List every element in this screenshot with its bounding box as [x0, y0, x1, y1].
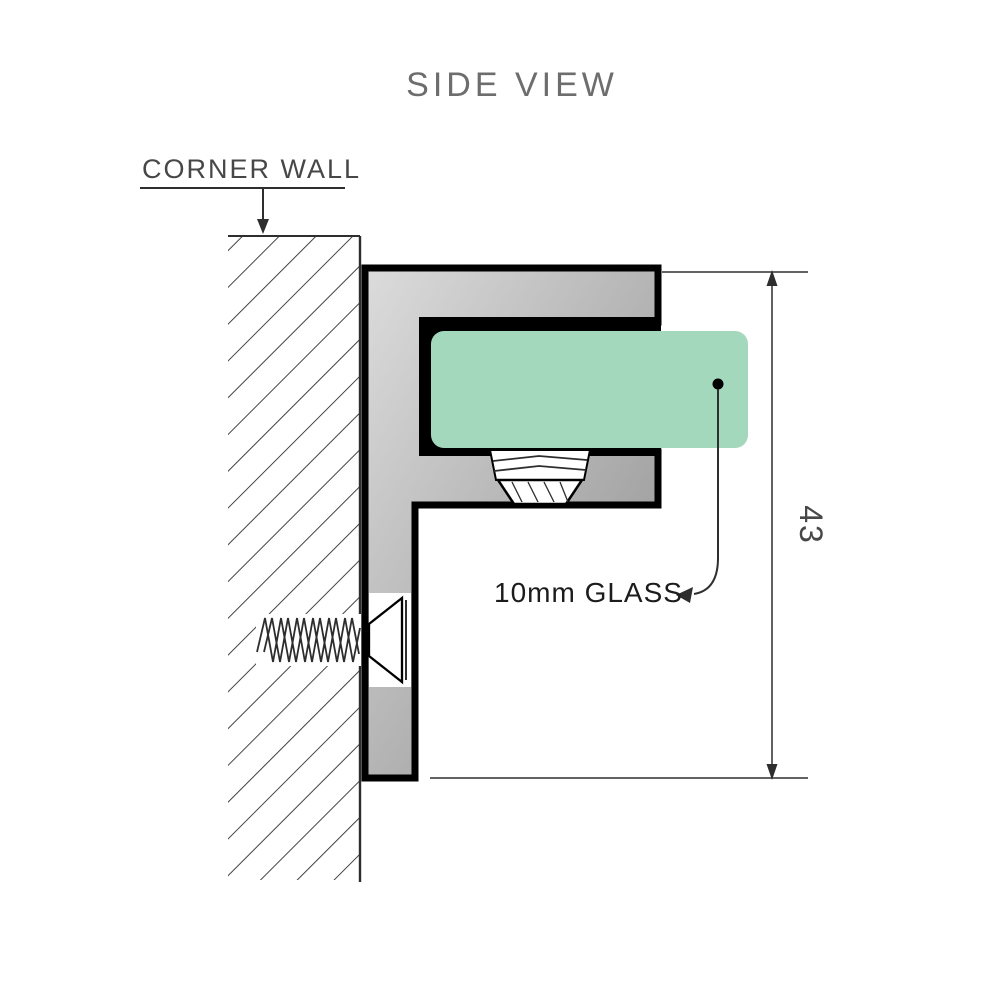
grub-screw-hatch-line	[543, 481, 555, 503]
corner-wall-label: CORNER WALL	[142, 154, 361, 184]
screw-thread-zigzag	[263, 617, 360, 663]
grub-screw-thread-body	[488, 449, 592, 481]
grub-screw-hatch-line	[559, 481, 569, 503]
corner-wall-callout: CORNER WALL	[140, 154, 361, 234]
glass-leader-dot	[712, 378, 724, 390]
screw-thread-zigzag	[256, 617, 361, 663]
corner-wall-arrowhead	[257, 219, 269, 234]
glass-leader-arrowhead	[676, 587, 693, 603]
grub-screw	[488, 449, 592, 506]
diagram-title: SIDE VIEW	[406, 66, 618, 104]
glass-label: 10mm GLASS	[494, 577, 683, 608]
dimension-arrowhead-top	[766, 270, 778, 286]
dimension-arrowhead-bottom	[766, 764, 778, 780]
grub-screw-hatch-line	[527, 481, 539, 503]
grub-screw-cone	[495, 478, 585, 506]
grub-screw-hatch-line	[511, 481, 523, 503]
height-dimension: 43	[430, 270, 829, 780]
grub-screw-thread-line	[492, 455, 588, 462]
glass-callout: 10mm GLASS	[494, 378, 724, 608]
fixing-screw	[256, 593, 411, 687]
screw-head	[367, 595, 404, 685]
wall-hatch	[228, 236, 360, 880]
grub-screw-thread-line	[493, 465, 587, 472]
corner-wall	[228, 235, 362, 882]
glass-leader-line	[693, 389, 719, 595]
dimension-label: 43	[793, 505, 829, 545]
glass-panel	[431, 331, 748, 448]
